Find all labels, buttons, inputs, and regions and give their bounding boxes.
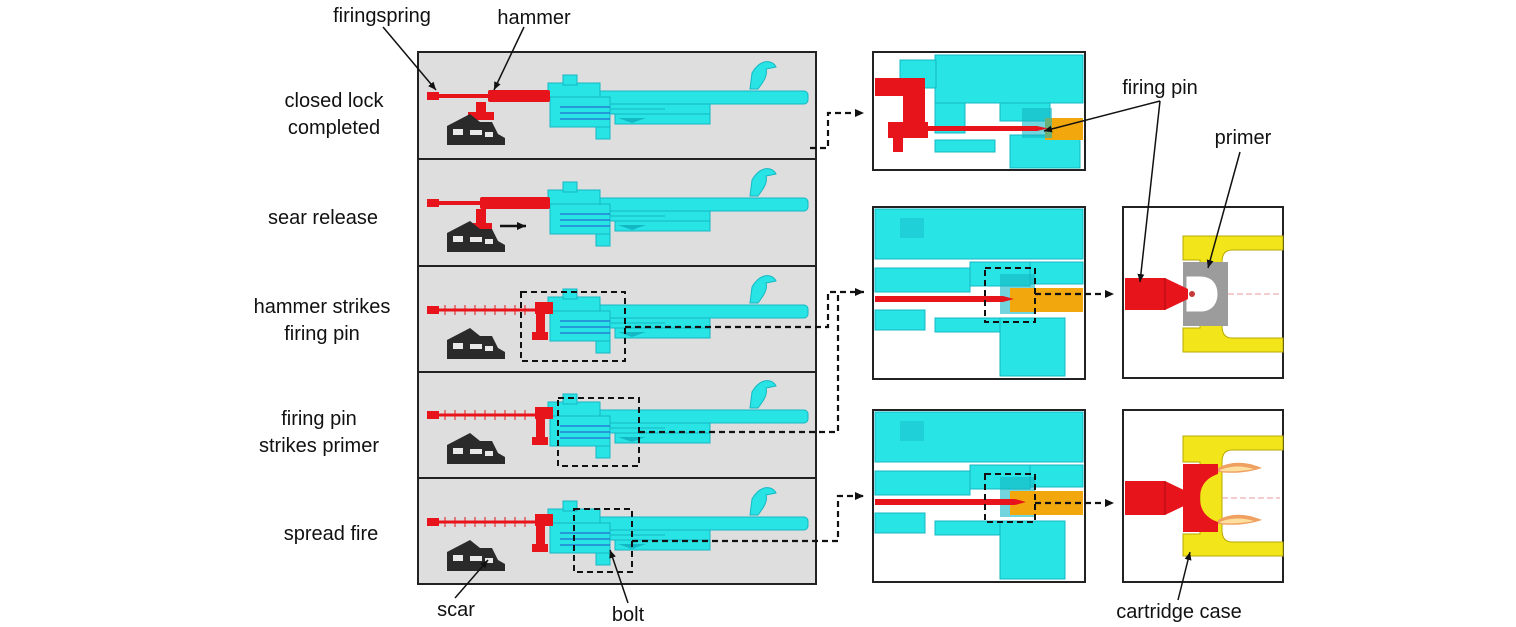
stage-label-line: strikes primer (258, 435, 380, 457)
flame-upper (1218, 462, 1262, 473)
zoom-closed-lock (872, 51, 1086, 171)
callout-bolt: bolt (611, 604, 645, 626)
stage-label-spread-fire: spread fire (284, 521, 379, 548)
detail-spread-fire (1122, 409, 1284, 583)
row-sear-release-mechanism (427, 168, 809, 252)
stage-label-pin-strikes-primer: firing pin strikes primer (259, 406, 379, 460)
callout-firing-pin: firing pin (1122, 77, 1198, 99)
row-hammer-strikes-mechanism (427, 275, 809, 362)
stage-label-closed-lock: closed lock completed (285, 88, 384, 142)
stage-label-line: hammer strikes (253, 296, 391, 318)
stage-label-line: firing pin (284, 323, 360, 345)
stage-label-hammer-strikes: hammer strikes firing pin (254, 294, 391, 348)
stage-label-line: firing pin (281, 408, 357, 430)
row-closed-lock-mechanism (427, 61, 809, 145)
flame-lower (1218, 514, 1262, 525)
callout-hammer: hammer (497, 7, 571, 29)
stage-label-sear-release: sear release (268, 205, 378, 232)
stage-label-line: completed (287, 117, 381, 139)
stage-label-line: sear release (267, 207, 379, 229)
callout-scar: scar (437, 599, 475, 621)
callout-leaders (382, 26, 1241, 604)
zoom-spread-fire (872, 409, 1086, 583)
callout-firingspring: firingspring (333, 5, 431, 27)
dashed-connectors (625, 109, 1114, 543)
row-spread-fire-mechanism (427, 487, 809, 573)
callout-cartridge-case: cartridge case (1116, 601, 1242, 623)
detail-primer-strike (1122, 206, 1284, 379)
stage-label-line: closed lock (284, 90, 384, 112)
callout-primer: primer (1214, 127, 1272, 149)
zoom-hammer-strikes (872, 206, 1086, 380)
stage-label-line: spread fire (283, 523, 379, 545)
